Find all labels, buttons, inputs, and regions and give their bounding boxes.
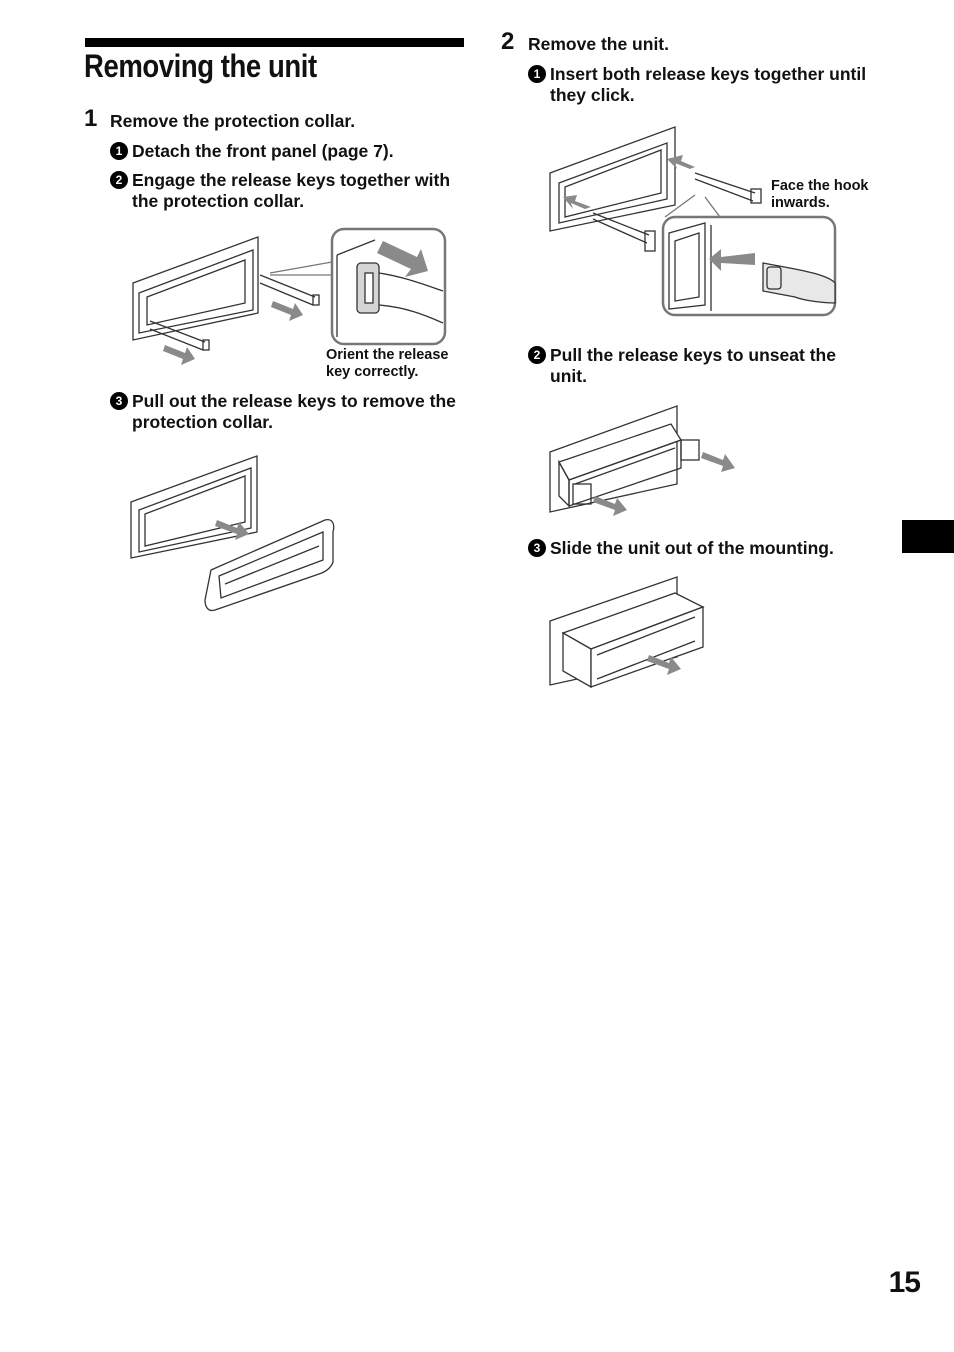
- substep-text: Slide the unit out of the mounting.: [550, 538, 834, 558]
- page-title: Removing the unit: [84, 48, 317, 84]
- step-2-number: 2: [501, 28, 515, 55]
- insert-release-keys-illustration: [549, 126, 837, 317]
- step-2-substep-1: 1 Insert both release keys together unti…: [528, 64, 868, 106]
- page-number: 15: [888, 1266, 921, 1299]
- step-1-substep-1: 1 Detach the front panel (page 7).: [110, 141, 460, 162]
- step-2-heading: Remove the unit.: [528, 34, 669, 54]
- substep-text: Detach the front panel (page 7).: [132, 141, 394, 161]
- step-2-substep-3: 3 Slide the unit out of the mounting.: [528, 538, 888, 559]
- unseat-unit-illustration: [549, 405, 735, 516]
- substep-text: Engage the release keys together with th…: [132, 170, 451, 211]
- orient-release-key-callout: Orient the release key correctly.: [326, 347, 449, 380]
- section-index-tab: [902, 520, 954, 553]
- slide-unit-out-illustration: [549, 576, 705, 689]
- number-3-marker: 3: [110, 392, 128, 410]
- substep-text: Pull out the release keys to remove the …: [132, 391, 456, 432]
- face-hook-inwards-callout: Face the hook inwards.: [771, 178, 869, 211]
- step-2-substep-2: 2 Pull the release keys to unseat the un…: [528, 345, 868, 387]
- step-1-number: 1: [84, 105, 98, 132]
- section-rule: [85, 38, 464, 47]
- substep-text: Pull the release keys to unseat the unit…: [550, 345, 836, 386]
- number-3-marker: 3: [528, 539, 546, 557]
- engage-release-keys-illustration: [132, 227, 447, 365]
- number-2-marker: 2: [110, 171, 128, 189]
- substep-text: Insert both release keys together until …: [550, 64, 867, 105]
- step-1-substep-2: 2 Engage the release keys together with …: [110, 170, 460, 212]
- number-1-marker: 1: [528, 65, 546, 83]
- step-1-substep-3: 3 Pull out the release keys to remove th…: [110, 391, 465, 433]
- number-2-marker: 2: [528, 346, 546, 364]
- remove-protection-collar-illustration: [130, 455, 335, 612]
- number-1-marker: 1: [110, 142, 128, 160]
- step-1-heading: Remove the protection collar.: [110, 111, 356, 131]
